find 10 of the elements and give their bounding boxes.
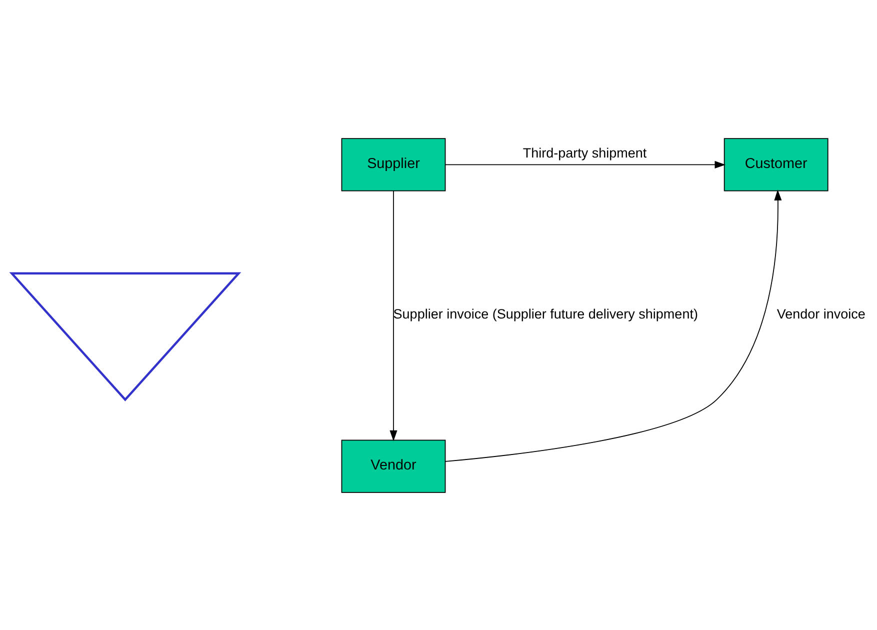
node-triangle [9, 272, 242, 401]
edge-label: Supplier invoice (Supplier future delivery shipment) [393, 306, 698, 322]
node-box: Supplier [341, 138, 446, 191]
edge-label: Vendor invoice [776, 306, 866, 322]
node-box: Vendor [341, 439, 446, 492]
arrow [445, 160, 726, 168]
arrow [390, 190, 398, 441]
edge-label: Third-party shipment [522, 145, 647, 160]
node-box: Customer [724, 138, 828, 191]
arrow [444, 189, 782, 462]
